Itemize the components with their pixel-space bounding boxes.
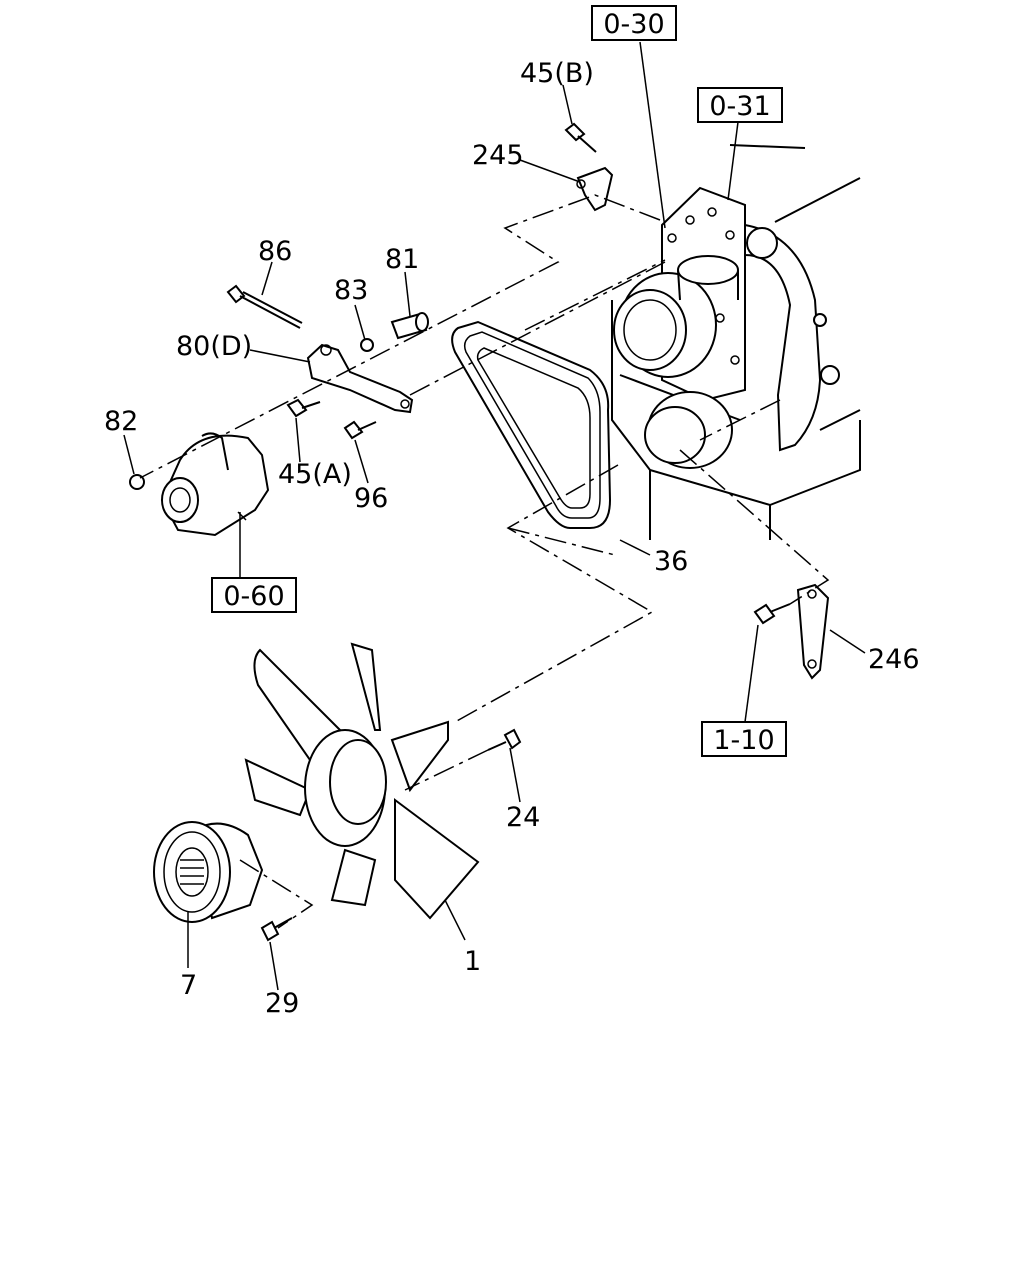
bolt-81 (390, 312, 429, 340)
callout-80d: 80(D) (176, 331, 252, 362)
callout-29: 29 (265, 988, 299, 1019)
fan-clutch (153, 821, 264, 923)
callout-86: 86 (258, 236, 292, 267)
housing-bolts (667, 207, 740, 365)
callout-1: 1 (464, 946, 481, 977)
bracket-246 (796, 583, 830, 680)
ref-label-0-60: 0-60 (223, 581, 284, 612)
crankshaft-pulley (644, 391, 733, 469)
bracket-245 (576, 166, 614, 212)
fan-belt (451, 320, 612, 529)
water-pump-pulley (613, 255, 739, 378)
bolt-29 (260, 917, 293, 942)
bolt-96 (343, 420, 377, 440)
callout-81: 81 (385, 244, 419, 275)
bolt-1-10 (753, 603, 791, 625)
assembly-lines (139, 194, 830, 929)
callout-82: 82 (104, 406, 138, 437)
bolt-24 (487, 728, 522, 751)
leader-lines (123, 41, 866, 991)
callout-labels: 45(B) 245 86 81 83 80(D) 82 45(A) 96 36 … (104, 58, 920, 1019)
ref-box-0-31[interactable]: 0-31 (697, 87, 783, 123)
bolt-45b (564, 122, 597, 153)
bolt-86 (226, 284, 303, 329)
bolt-45a (286, 398, 321, 418)
callout-245: 245 (472, 140, 524, 171)
ref-box-0-30[interactable]: 0-30 (591, 5, 677, 41)
ref-box-1-10[interactable]: 1-10 (701, 721, 787, 757)
ref-label-0-31: 0-31 (709, 91, 770, 122)
ref-box-0-60[interactable]: 0-60 (211, 577, 297, 613)
callout-45a: 45(A) (278, 459, 352, 490)
callout-45b: 45(B) (520, 58, 594, 89)
washer-83 (360, 338, 374, 352)
ref-label-0-30: 0-30 (603, 9, 664, 40)
callout-83: 83 (334, 275, 368, 306)
callout-246: 246 (868, 644, 920, 675)
callout-24: 24 (506, 802, 540, 833)
cooling-fan (244, 642, 480, 920)
callout-96: 96 (354, 483, 388, 514)
ref-label-1-10: 1-10 (713, 725, 774, 756)
alternator (160, 432, 270, 537)
callout-36: 36 (654, 546, 688, 577)
engine-block (611, 144, 861, 540)
callout-7: 7 (180, 970, 197, 1001)
alternator-bracket (306, 343, 414, 414)
